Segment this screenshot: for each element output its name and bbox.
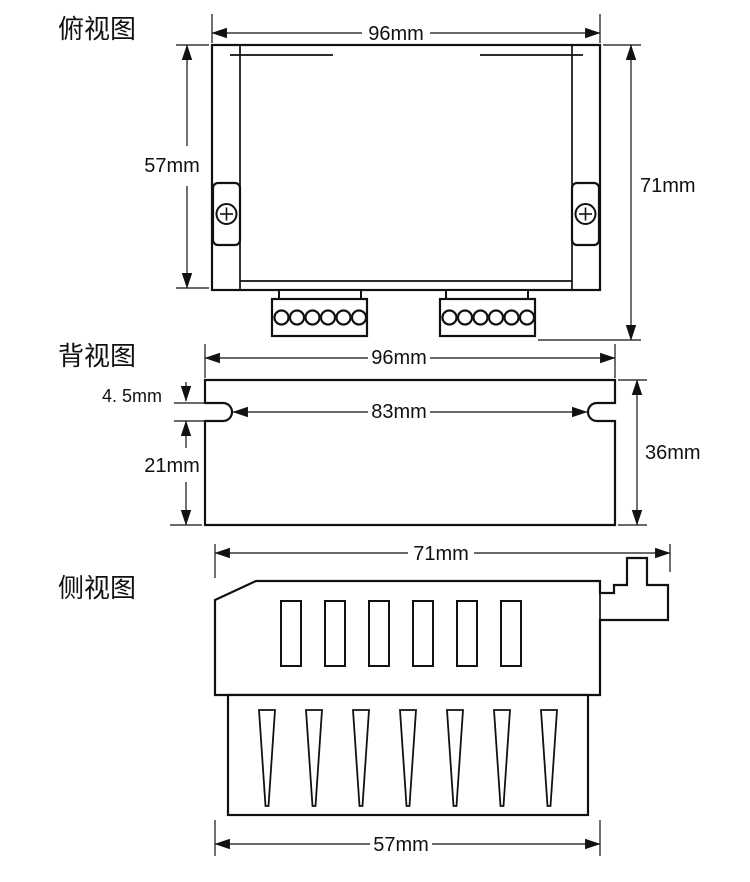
- terminal-block-right: [438, 289, 537, 338]
- terminal-screw: [456, 309, 474, 326]
- vent-slot: [500, 600, 522, 667]
- heatsink: [226, 693, 590, 817]
- vent-slot: [324, 600, 346, 667]
- terminal-screw: [472, 309, 489, 326]
- terminal-block-left: [270, 289, 369, 338]
- terminal-screw: [319, 309, 337, 326]
- fin-slot: [399, 709, 417, 807]
- mounting-tab-left: [211, 181, 242, 247]
- dim-label: 57mm: [373, 834, 429, 856]
- vent-slots: [280, 600, 522, 667]
- terminal-neck: [278, 289, 362, 300]
- dim-back-width: 96mm: [204, 344, 616, 378]
- dim-label: 71mm: [640, 175, 696, 197]
- terminal-screw: [503, 309, 520, 326]
- terminal-screw: [518, 309, 536, 326]
- dim-label: 71mm: [413, 543, 469, 565]
- dim-label: 83mm: [371, 401, 427, 423]
- terminal-neck: [445, 289, 529, 300]
- top-view-title: 俯视图: [58, 14, 136, 44]
- vent-slot: [412, 600, 434, 667]
- fin-slot: [446, 709, 464, 807]
- mounting-tab-right: [570, 181, 601, 247]
- dim-back-slot-span: 83mm: [232, 401, 588, 423]
- side-view: 侧视图 71mm: [58, 543, 671, 856]
- fin-slot: [493, 709, 511, 807]
- back-view: 背视图 96mm 83mm 4. 5mm 21mm: [58, 341, 701, 527]
- terminal-screw: [441, 309, 458, 326]
- dim-label: 21mm: [144, 455, 200, 477]
- terminal-screw: [335, 309, 352, 326]
- dim-back-lower-height: 21mm: [144, 420, 202, 526]
- vent-slot: [280, 600, 302, 667]
- back-view-title: 背视图: [58, 341, 136, 371]
- dim-back-total-height: 36mm: [618, 379, 701, 526]
- dim-top-height-left: 57mm: [144, 44, 209, 289]
- dim-side-body-width: 57mm: [214, 820, 601, 856]
- dim-label: 57mm: [144, 155, 200, 177]
- terminal-screw: [273, 309, 290, 326]
- dim-label: 96mm: [368, 23, 424, 45]
- terminal-screw: [487, 309, 505, 326]
- dim-side-width: 71mm: [214, 543, 671, 578]
- terminal-screw: [350, 309, 368, 326]
- fin-slot: [258, 709, 276, 807]
- side-view-title: 侧视图: [58, 573, 136, 603]
- dim-top-height-right: 71mm: [538, 44, 696, 341]
- vent-slot: [368, 600, 390, 667]
- top-view: 俯视图: [58, 14, 696, 341]
- terminal-screw: [304, 309, 321, 326]
- top-view-body: [210, 43, 602, 292]
- terminal-screw: [288, 309, 306, 326]
- fin-slot: [352, 709, 370, 807]
- vent-slot: [456, 600, 478, 667]
- dim-label: 96mm: [371, 347, 427, 369]
- dim-label: 4. 5mm: [102, 386, 162, 406]
- fin-slot: [305, 709, 323, 807]
- fin-slot: [540, 709, 558, 807]
- dim-back-slot-height: 4. 5mm: [102, 382, 204, 422]
- dim-label: 36mm: [645, 442, 701, 464]
- back-view-plate: [203, 378, 617, 527]
- dim-top-width: 96mm: [211, 14, 601, 45]
